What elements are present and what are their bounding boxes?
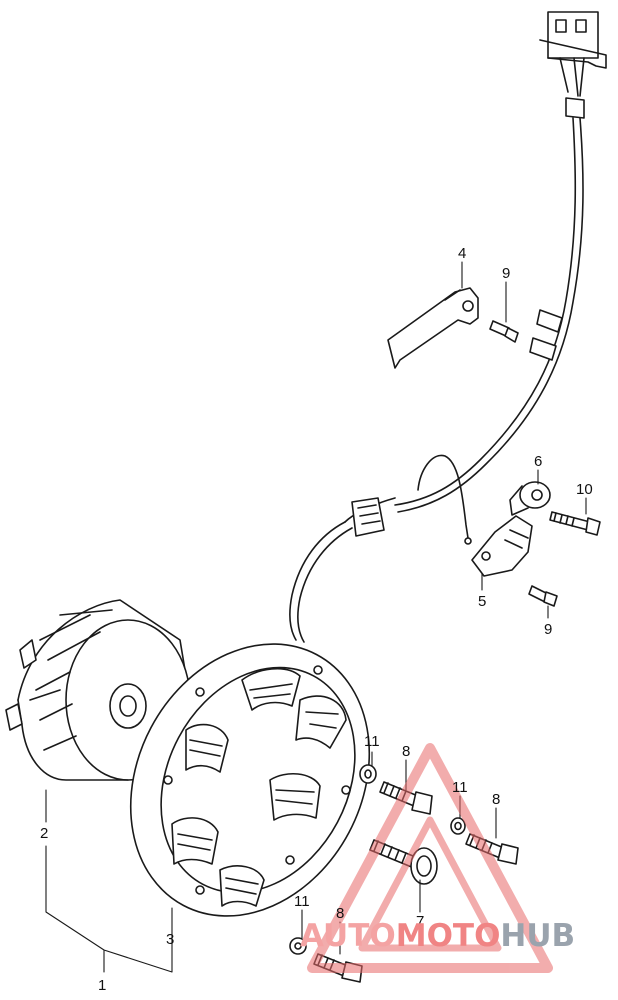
callout-part-9-lower: 9: [544, 621, 553, 638]
callout-part-8-bottom: 8: [336, 905, 345, 922]
watermark-logo-triangles: [307, 743, 553, 973]
callout-part-10: 10: [576, 481, 593, 498]
bolt-part-10: [549, 511, 601, 536]
leader-lines: [45, 261, 587, 973]
callout-part-3: 3: [166, 931, 175, 948]
washer-part-11-center: [359, 764, 377, 784]
watermark-part-2: MOTO: [395, 918, 501, 954]
callout-part-11-right: 11: [452, 779, 468, 796]
bracket-part-4: [387, 287, 479, 369]
stator-part-3: [129, 643, 371, 917]
plate-part-5: [471, 515, 533, 577]
callout-part-11-center: 11: [364, 733, 380, 750]
washer-part-11-right: [450, 817, 466, 835]
watermark-part-1: AUTO: [300, 918, 396, 954]
callout-part-1: 1: [98, 977, 107, 994]
callout-part-5: 5: [478, 593, 487, 610]
callout-part-9-upper: 9: [502, 265, 511, 282]
callout-part-11-bottom: 11: [294, 893, 310, 910]
wire-connector-plug: [539, 11, 607, 119]
callout-part-8-center: 8: [402, 743, 411, 760]
screw-part-9-lower: [528, 585, 558, 607]
callout-part-8-right: 8: [492, 791, 501, 808]
callout-part-7: 7: [416, 913, 425, 930]
washer-part-11-bottom: [289, 937, 307, 955]
watermark-text: AUTOMOTOHUB: [300, 918, 575, 954]
watermark-part-3: HUB: [500, 918, 576, 954]
callout-part-2: 2: [40, 825, 49, 842]
bolt-part-8-center: [379, 781, 433, 815]
callout-part-4: 4: [458, 245, 467, 262]
callout-part-6: 6: [534, 453, 543, 470]
pulse-generator-part-6: [509, 481, 551, 516]
wire-harness: [289, 117, 584, 643]
screw-part-9-upper: [489, 320, 519, 343]
